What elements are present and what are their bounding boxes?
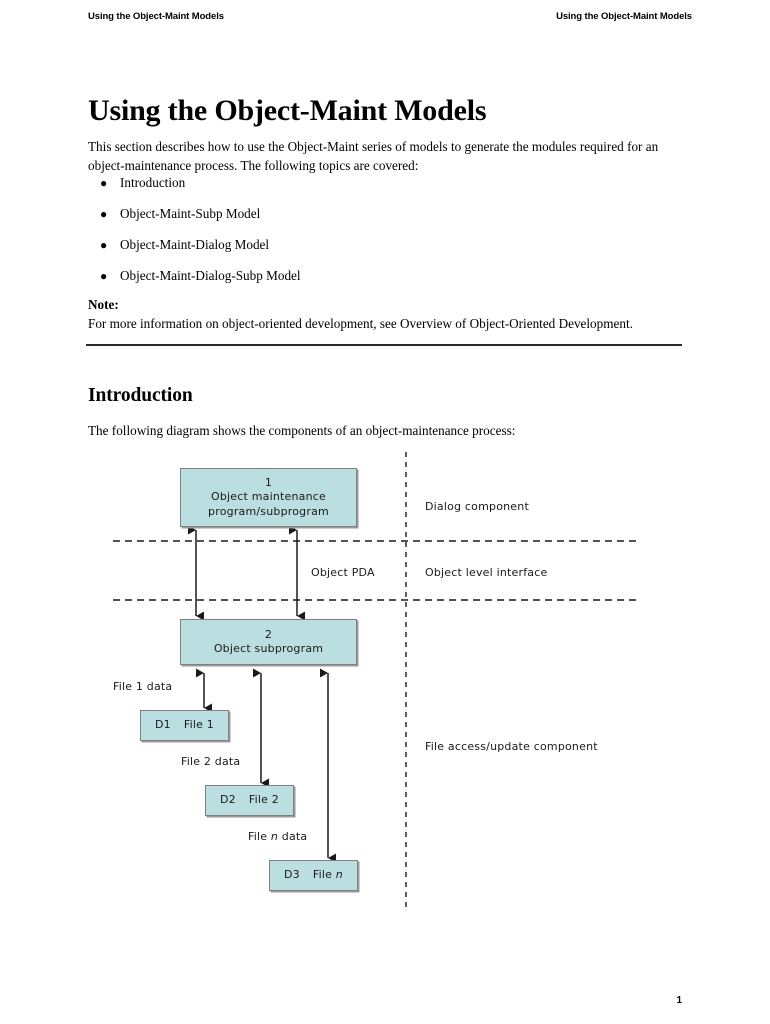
box-object-subprogram: 2 Object subprogram xyxy=(180,619,357,665)
box-object-maintenance-program: 1 Object maintenance program/subprogram xyxy=(180,468,357,527)
box-line-1: Object subprogram xyxy=(213,642,324,655)
box-number: 2 xyxy=(264,627,273,641)
list-item: ● Object-Maint-Dialog Model xyxy=(88,234,680,265)
note-divider xyxy=(86,344,682,346)
bullet-icon: ● xyxy=(100,269,108,283)
file-box-id: D3 xyxy=(284,868,300,882)
diagram-connectors xyxy=(113,452,641,910)
bullet-icon: ● xyxy=(100,207,108,221)
running-header: Using the Object-Maint Models Using the … xyxy=(0,0,770,30)
label-file-access-update-component: File access/update component xyxy=(425,740,598,753)
list-item: ● Object-Maint-Subp Model xyxy=(88,203,680,234)
object-maintenance-diagram: 1 Object maintenance program/subprogram … xyxy=(0,440,770,930)
list-item: ● Introduction xyxy=(88,172,680,203)
box-file-2: D2 File 2 xyxy=(205,785,294,816)
box-number: 1 xyxy=(264,475,273,489)
page-number: 1 xyxy=(676,995,682,1006)
note-text: For more information on object-oriented … xyxy=(88,316,633,331)
label-file-1-data: File 1 data xyxy=(113,680,173,693)
intro-paragraph: This section describes how to use the Ob… xyxy=(88,139,659,174)
file-box-name: File 2 xyxy=(248,793,279,807)
header-right-text: Using the Object-Maint Models xyxy=(556,11,692,22)
box-line-1: Object maintenance xyxy=(211,490,326,504)
page-title: Using the Object-Maint Models xyxy=(88,94,487,128)
note-block: Note: For more information on object-ori… xyxy=(88,296,680,333)
file-box-id: D1 xyxy=(155,718,171,732)
file-box-name: File n xyxy=(312,868,343,882)
list-item-label: Object-Maint-Dialog Model xyxy=(120,237,270,252)
header-left-text: Using the Object-Maint Models xyxy=(88,11,224,22)
file-box-id: D2 xyxy=(220,793,236,807)
bullet-icon: ● xyxy=(100,176,108,190)
bullet-icon: ● xyxy=(100,238,108,252)
list-item: ● Object-Maint-Dialog-Subp Model xyxy=(88,265,680,296)
label-object-pda: Object PDA xyxy=(311,566,375,579)
label-file-2-data: File 2 data xyxy=(181,755,241,768)
box-file-1: D1 File 1 xyxy=(140,710,229,741)
section-paragraph: The following diagram shows the componen… xyxy=(88,423,516,439)
box-line-2: program/subprogram xyxy=(208,504,329,518)
label-dialog-component: Dialog component xyxy=(425,500,529,513)
list-item-label: Object-Maint-Dialog-Subp Model xyxy=(120,268,301,283)
list-item-label: Object-Maint-Subp Model xyxy=(120,206,261,221)
file-box-name: File 1 xyxy=(183,718,214,732)
list-item-label: Introduction xyxy=(120,175,186,190)
topics-list: ● Introduction ● Object-Maint-Subp Model… xyxy=(88,172,680,296)
label-file-n-data: File n data xyxy=(248,830,308,843)
note-label: Note: xyxy=(88,297,119,312)
box-file-n: D3 File n xyxy=(269,860,358,891)
section-heading-introduction: Introduction xyxy=(88,385,193,407)
label-object-level-interface: Object level interface xyxy=(425,566,548,579)
